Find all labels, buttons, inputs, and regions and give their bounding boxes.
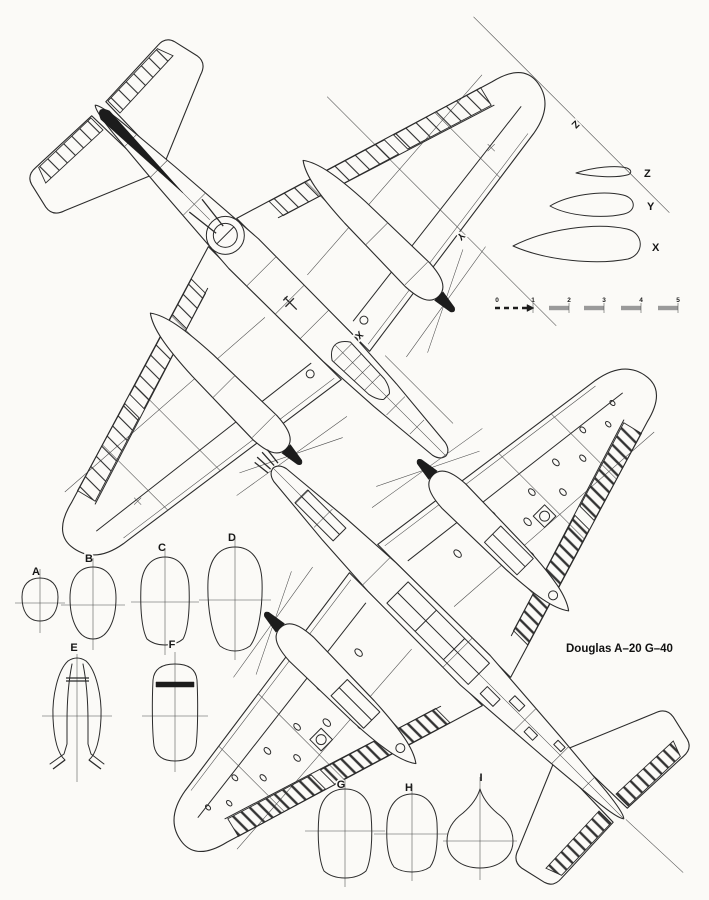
port-wing (61, 246, 342, 556)
port-nacelle (371, 428, 570, 612)
cross-section-e: E (42, 641, 112, 782)
scale-bar: 0 1 2 3 4 5 (495, 297, 680, 313)
wing-marks (133, 143, 495, 505)
cross-section-e-label: E (70, 642, 77, 654)
starboard-aileron (392, 86, 492, 150)
port-stabilizer (29, 115, 154, 214)
cross-section-i: I (443, 771, 517, 880)
vertical-fin (99, 109, 184, 194)
starboard-nacelle (302, 159, 486, 358)
starboard-stabilizer (515, 760, 614, 885)
nose-gun-barrels (254, 449, 279, 474)
drawing-title: Douglas A–20 G–40 (566, 643, 673, 655)
starboard-wing (236, 71, 546, 352)
scale-tick-3: 3 (602, 297, 606, 304)
cross-section-h-label: H (405, 782, 413, 794)
cross-section-b: B (61, 552, 125, 650)
nose-gear-doors (294, 489, 347, 542)
cross-section-g-label: G (337, 779, 346, 791)
cross-section-c-label: C (158, 542, 166, 554)
port-elevator (615, 740, 681, 807)
cross-section-f: F (142, 638, 208, 772)
starboard-elevator (545, 810, 612, 876)
scale-tick-4: 4 (639, 297, 643, 304)
wheel-well-doors (330, 678, 381, 729)
airfoil-z-label: Z (644, 168, 651, 180)
wheel-well-doors (483, 525, 534, 576)
scale-tick-1: 1 (531, 297, 535, 304)
cross-sections: A B C D E (15, 531, 517, 887)
port-spinner (281, 444, 303, 465)
fuselage-hatches (479, 686, 566, 753)
wing-panel-lines (190, 385, 655, 850)
scale-tick-2: 2 (567, 297, 571, 304)
cross-section-a: A (15, 565, 65, 633)
starboard-stabilizer (105, 39, 204, 164)
airfoil-x (512, 225, 641, 263)
starboard-nacelle (233, 566, 417, 765)
port-elevator (38, 117, 104, 184)
cockpit-canopy (330, 340, 390, 400)
bomb-bay-doors (386, 581, 490, 685)
cross-section-d-label: D (228, 532, 236, 544)
wing-station-z-label: Z (569, 118, 581, 130)
airfoil-y-label: Y (647, 201, 655, 213)
scale-arrow (526, 304, 535, 312)
bottom-plan-view (173, 368, 690, 885)
starboard-aileron (227, 774, 327, 838)
cross-section-a-label: A (32, 566, 40, 578)
starboard-elevator (107, 48, 174, 114)
cross-section-b-label: B (85, 553, 93, 565)
port-nacelle (149, 312, 348, 496)
cross-section-i-label: I (479, 772, 482, 784)
starboard-spinner (434, 291, 455, 313)
fuselage-frame-lines (124, 134, 447, 457)
airfoil-x-label: X (652, 242, 660, 254)
cross-section-f-label: F (169, 639, 176, 651)
cross-section-h: H (374, 781, 448, 881)
scale-tick-0: 0 (495, 297, 499, 304)
port-aileron (76, 402, 140, 502)
tail-extension-line (625, 819, 684, 873)
centerline-aircraft-symbol (282, 295, 298, 311)
port-wing (377, 368, 658, 678)
turret-guns (188, 198, 224, 234)
port-aileron (579, 422, 643, 522)
dorsal-turret (188, 198, 245, 255)
starboard-wing (173, 572, 483, 853)
airfoil-profiles: Z Y X (512, 166, 662, 263)
scale-bars (549, 305, 678, 311)
cross-section-g: G (305, 778, 385, 887)
cross-section-d: D (199, 531, 271, 660)
scale-tick-5: 5 (676, 297, 680, 304)
airfoil-z (575, 166, 632, 178)
top-plan-view: Z Y X (29, 16, 670, 556)
cross-section-c: C (131, 541, 199, 655)
port-stabilizer (565, 710, 690, 809)
airfoil-y (549, 192, 634, 217)
